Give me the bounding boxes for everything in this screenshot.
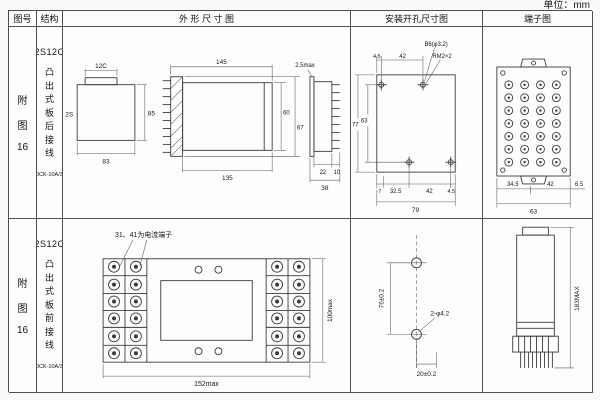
dim-32-5: 32.5 — [390, 189, 402, 195]
dim-7: 7 — [378, 189, 381, 195]
header-outline: 外 形 尺 寸 图 — [63, 11, 351, 27]
dim-145: 145 — [216, 59, 227, 66]
mounting-holes — [375, 79, 457, 168]
dim-20: 20±0.2 — [417, 371, 437, 378]
outline-drawing-front-wiring: 31、41为电流端子 — [63, 219, 351, 393]
structure-description: 凸出式板后接线 — [44, 67, 54, 158]
fig-number: 16 — [16, 142, 29, 153]
dim-4-5-top: 4.5 — [373, 54, 381, 60]
mounting-drawing-svg-row2: 76±0.2 2-φ4.2 20±0.2 — [379, 235, 450, 378]
label-2-phi-4-2: 2-φ4.2 — [430, 310, 449, 317]
terminal-drawing-svg-row1: 34.5 42 6.5 63 — [496, 58, 586, 216]
structure-cell-row1: 2S12C 凸出式板后接线 JCK-10A/3 — [37, 27, 63, 219]
spec-table: 图号 结构 外 形 尺 寸 图 安装开孔尺寸图 端子图 附 图 16 2S12C… — [8, 10, 593, 393]
product-code: JCK-10A/3 — [37, 171, 63, 178]
dim-22: 22 — [320, 170, 327, 176]
dim-79: 79 — [412, 207, 420, 214]
outline-drawing-svg-row1: 12C 2S 83 85 — [65, 59, 341, 192]
dim-77: 77 — [352, 122, 359, 128]
header-terminal: 端子图 — [483, 11, 593, 27]
dim-60: 60 — [283, 111, 290, 117]
dim-100max: 100max — [327, 298, 334, 322]
dim-34-5: 34.5 — [507, 182, 519, 188]
structure-description: 凸出式板前接线 — [44, 259, 54, 350]
dim-12c: 12C — [95, 63, 107, 70]
dim-42-bottom: 42 — [426, 189, 433, 195]
dim-183max: 183MAX — [574, 286, 581, 311]
terminal-grid — [504, 80, 561, 167]
dim-4-5-bottom: 4.5 — [447, 189, 455, 195]
top-view: 12C 2S 83 85 — [65, 63, 155, 166]
model-label: 2S12C — [37, 47, 63, 57]
label-2s: 2S — [65, 112, 74, 119]
dim-67: 67 — [297, 125, 304, 131]
dim-42-terminal: 42 — [547, 182, 554, 188]
mounting-drawing-svg-row1: 4.5 42 B6(φ3.2) RM2×2 77 63 7 32 — [352, 42, 457, 214]
dim-76: 76±0.2 — [379, 288, 386, 308]
unit-note: 单位：mm — [543, 0, 590, 11]
dim-10: 10 — [334, 170, 341, 176]
fig-char: 图 — [17, 121, 28, 132]
dim-42-top: 42 — [399, 54, 406, 60]
outline-drawing-svg-row2: 31、41为电流端子 — [102, 230, 334, 388]
dim-152max: 152max — [194, 381, 219, 388]
dim-38: 38 — [321, 185, 329, 192]
mounting-drawing-rear-wiring: 4.5 42 B6(φ3.2) RM2×2 77 63 7 32 — [351, 27, 483, 219]
fig-char: 图 — [17, 304, 28, 315]
fig-char: 附 — [17, 279, 28, 290]
model-label: 2S12C — [37, 239, 63, 249]
header-mounting: 安装开孔尺寸图 — [351, 11, 483, 27]
dim-83: 83 — [102, 158, 110, 165]
header-fig-no: 图号 — [9, 11, 37, 27]
fig-number: 16 — [16, 325, 29, 336]
dim-135: 135 — [222, 175, 233, 182]
fig-number-cell-row2: 附 图 16 — [9, 219, 37, 393]
product-code: JCK-10A/3 — [37, 363, 63, 370]
mounting-drawing-front-wiring: 76±0.2 2-φ4.2 20±0.2 — [351, 219, 483, 393]
dim-85: 85 — [148, 111, 156, 118]
dim-6-5: 6.5 — [575, 182, 584, 188]
dim-63-terminal: 63 — [530, 209, 538, 216]
outline-drawing-rear-wiring: 12C 2S 83 85 — [63, 27, 351, 219]
terminal-drawing-front-wiring: 183MAX — [483, 219, 593, 393]
dim-63: 63 — [361, 119, 368, 125]
side-view: 2.5max 22 10 38 — [295, 63, 341, 192]
left-terminal-strip — [103, 258, 148, 363]
label-hole-spec: B6(φ3.2) — [424, 42, 447, 48]
header-structure: 结构 — [37, 11, 63, 27]
fig-number-cell-row1: 附 图 16 — [9, 27, 37, 219]
structure-cell-row2: 2S12C 凸出式板前接线 JCK-10A/3 — [37, 219, 63, 393]
label-thread-spec: RM2×2 — [432, 54, 451, 60]
front-view: 145 135 60 67 — [162, 59, 304, 182]
current-terminal-note: 31、41为电流端子 — [115, 230, 172, 239]
terminal-drawing-rear-wiring: 34.5 42 6.5 63 — [483, 27, 593, 219]
dim-panel-gap: 2.5max — [295, 63, 315, 69]
right-terminal-strip — [265, 258, 310, 363]
fig-char: 附 — [17, 96, 28, 107]
terminal-drawing-svg-row2: 183MAX — [512, 226, 581, 369]
